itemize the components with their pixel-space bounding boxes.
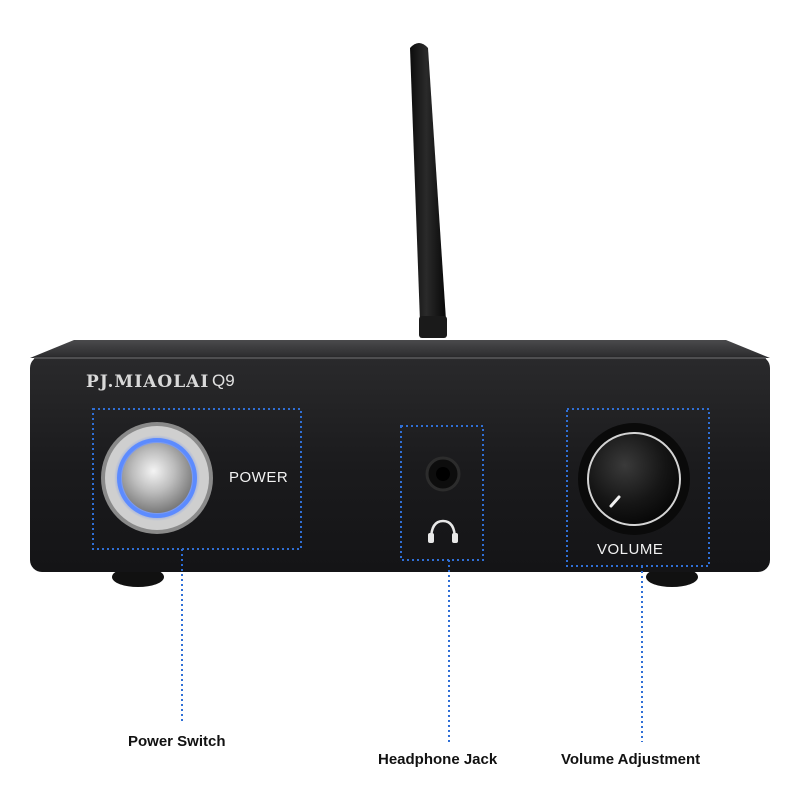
- volume-knob: [578, 423, 690, 535]
- model-label: Q9: [212, 371, 235, 390]
- volume-outline: [566, 408, 710, 567]
- jack-outline: [400, 425, 484, 561]
- brand-label: PJ.MIAOLAI: [86, 372, 210, 392]
- headphone-jack: [425, 456, 461, 492]
- power-button: [101, 422, 213, 534]
- power-label: POWER: [229, 469, 289, 486]
- chassis-top: [30, 340, 770, 358]
- power-outline: [92, 408, 302, 550]
- callout-power-switch: Power Switch: [128, 733, 226, 750]
- callout-headphone-jack: Headphone Jack: [378, 751, 498, 768]
- volume-label: VOLUME: [597, 541, 664, 558]
- antenna: [410, 43, 447, 338]
- headphones-icon: [428, 519, 458, 543]
- callout-volume-adjustment: Volume Adjustment: [561, 751, 701, 768]
